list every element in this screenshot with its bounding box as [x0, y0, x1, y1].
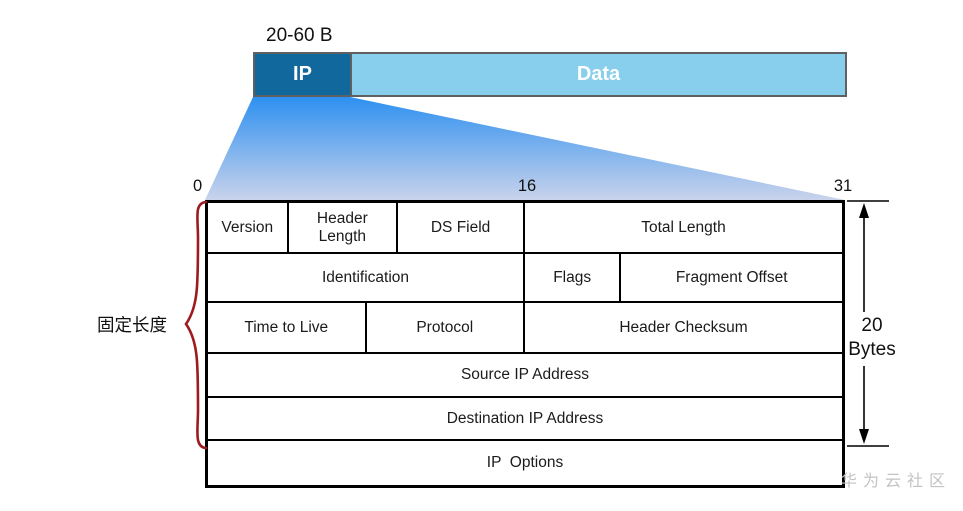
packet-size-label: 20-60 B	[266, 25, 333, 46]
field-cell-time-to-live: Time to Live	[208, 303, 367, 352]
field-cell-header-checksum: Header Checksum	[525, 303, 842, 352]
table-row: Destination IP Address	[208, 398, 842, 441]
bytes-unit: Bytes	[848, 338, 896, 360]
field-cell-total-length: Total Length	[524, 203, 842, 252]
community-watermark: 华为云社区	[841, 473, 952, 490]
field-cell-identification: Identification	[208, 254, 525, 301]
field-cell-source-ip-address: Source IP Address	[208, 354, 842, 396]
bit-label-0: 0	[193, 177, 203, 195]
arrow-head-up-icon	[859, 203, 869, 218]
field-cell-version: Version	[208, 203, 289, 252]
arrow-head-down-icon	[859, 429, 869, 444]
field-cell-flags: Flags	[525, 254, 622, 301]
twenty-bytes-label: 20 Bytes	[841, 314, 903, 362]
field-cell-ds-field: DS Field	[398, 203, 525, 252]
bit-label-16: 16	[517, 177, 537, 195]
ip-header-segment: IP	[255, 54, 352, 95]
field-cell-header-length: Header Length	[288, 203, 399, 252]
bit-label-31: 31	[833, 177, 853, 195]
bytes-value: 20	[861, 315, 883, 336]
fixed-length-label: 固定长度	[97, 315, 167, 335]
data-payload-segment: Data	[352, 54, 845, 95]
field-cell-fragment-offset: Fragment Offset	[621, 254, 842, 301]
table-row: Source IP Address	[208, 354, 842, 398]
field-cell-protocol: Protocol	[366, 303, 525, 352]
field-cell-ip-options: IP Options	[208, 441, 842, 485]
field-cell-destination-ip-address: Destination IP Address	[208, 398, 842, 439]
fixed-length-brace	[184, 200, 208, 450]
packet-bar: IP Data	[253, 52, 847, 97]
table-row: IP Options	[208, 441, 842, 485]
